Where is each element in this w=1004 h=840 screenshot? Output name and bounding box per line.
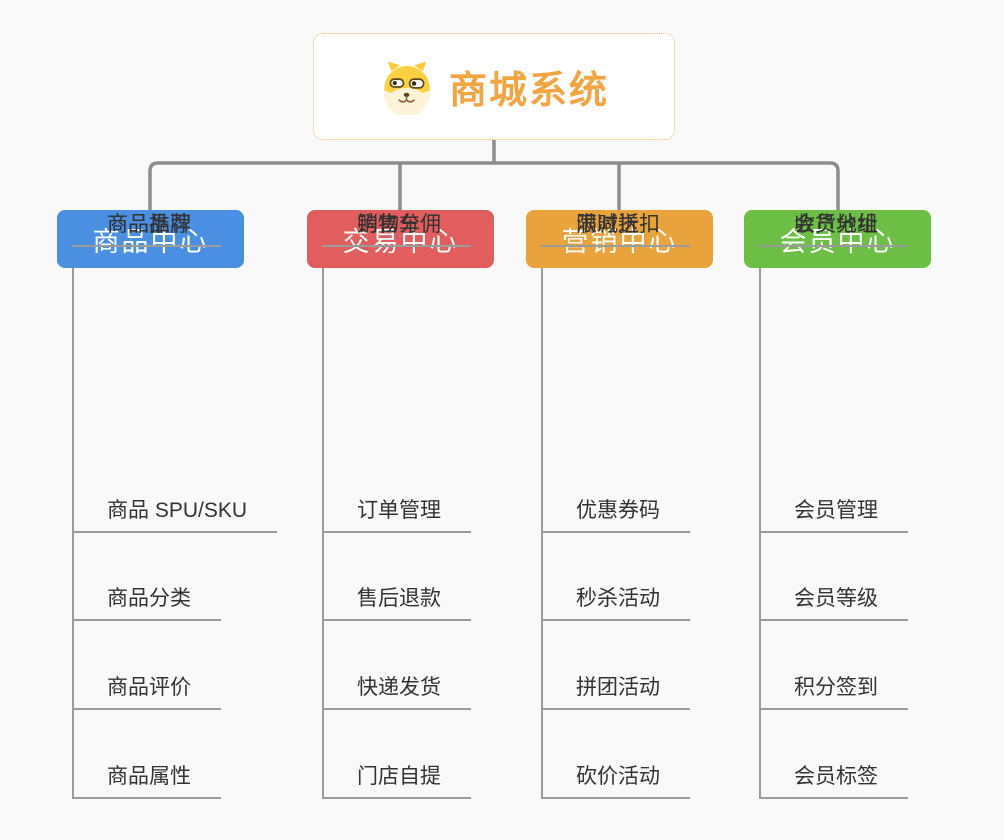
leaf-node[interactable]: 砍价活动 bbox=[541, 762, 690, 799]
branch-node-trade-center[interactable]: 交易中心 bbox=[307, 210, 494, 268]
branch-column-member-center: 会员中心 会员管理 会员等级 积分签到 会员标签 会员分组 收货地址 bbox=[744, 210, 1004, 810]
leaf-node[interactable]: 门店自提 bbox=[322, 762, 471, 799]
leaf-node[interactable]: 会员标签 bbox=[759, 762, 908, 799]
leaf-node[interactable]: 秒杀活动 bbox=[541, 584, 690, 621]
branch-node-product-center[interactable]: 商品中心 bbox=[57, 210, 244, 268]
leaf-node[interactable]: 商品属性 bbox=[72, 762, 221, 799]
root-title: 商城系统 bbox=[448, 70, 609, 112]
branch-column-trade-center: 交易中心 订单管理 售后退款 快递发货 门店自提 购物车 销售分佣 bbox=[307, 210, 567, 810]
leaf-node[interactable]: 订单管理 bbox=[322, 496, 471, 533]
leaf-node[interactable]: 快递发货 bbox=[322, 673, 471, 710]
branch-trunk-line bbox=[72, 268, 74, 799]
doge-dog-face-icon bbox=[384, 61, 430, 115]
branch-trunk-line bbox=[322, 268, 324, 799]
branch-trunk-line bbox=[541, 268, 543, 799]
branch-node-marketing-center[interactable]: 营销中心 bbox=[526, 210, 713, 268]
leaf-node[interactable]: 满减送 bbox=[541, 210, 669, 247]
leaf-node[interactable]: 拼团活动 bbox=[541, 673, 690, 710]
branch-column-marketing-center: 营销中心 优惠券码 秒杀活动 拼团活动 砍价活动 限时折扣 满减送 bbox=[526, 210, 786, 810]
leaf-node[interactable]: 收货地址 bbox=[759, 210, 908, 247]
branch-column-product-center: 商品中心 商品 SPU/SKU 商品分类 商品评价 商品属性 商品推荐 商品品牌 bbox=[57, 210, 317, 810]
leaf-node[interactable]: 会员管理 bbox=[759, 496, 908, 533]
leaf-node[interactable]: 售后退款 bbox=[322, 584, 471, 621]
leaf-node[interactable]: 销售分佣 bbox=[322, 210, 471, 247]
leaf-node[interactable]: 会员等级 bbox=[759, 584, 908, 621]
root-node-mall-system[interactable]: 商城系统 bbox=[313, 33, 675, 140]
leaf-node[interactable]: 积分签到 bbox=[759, 673, 908, 710]
leaf-node[interactable]: 商品品牌 bbox=[72, 210, 221, 247]
leaf-node[interactable]: 商品分类 bbox=[72, 584, 221, 621]
leaf-node[interactable]: 商品 SPU/SKU bbox=[72, 496, 278, 533]
branch-trunk-line bbox=[759, 268, 761, 799]
leaf-node[interactable]: 优惠券码 bbox=[541, 496, 690, 533]
connector-rail bbox=[148, 161, 840, 210]
branch-node-member-center[interactable]: 会员中心 bbox=[744, 210, 931, 268]
leaf-node[interactable]: 商品评价 bbox=[72, 673, 221, 710]
